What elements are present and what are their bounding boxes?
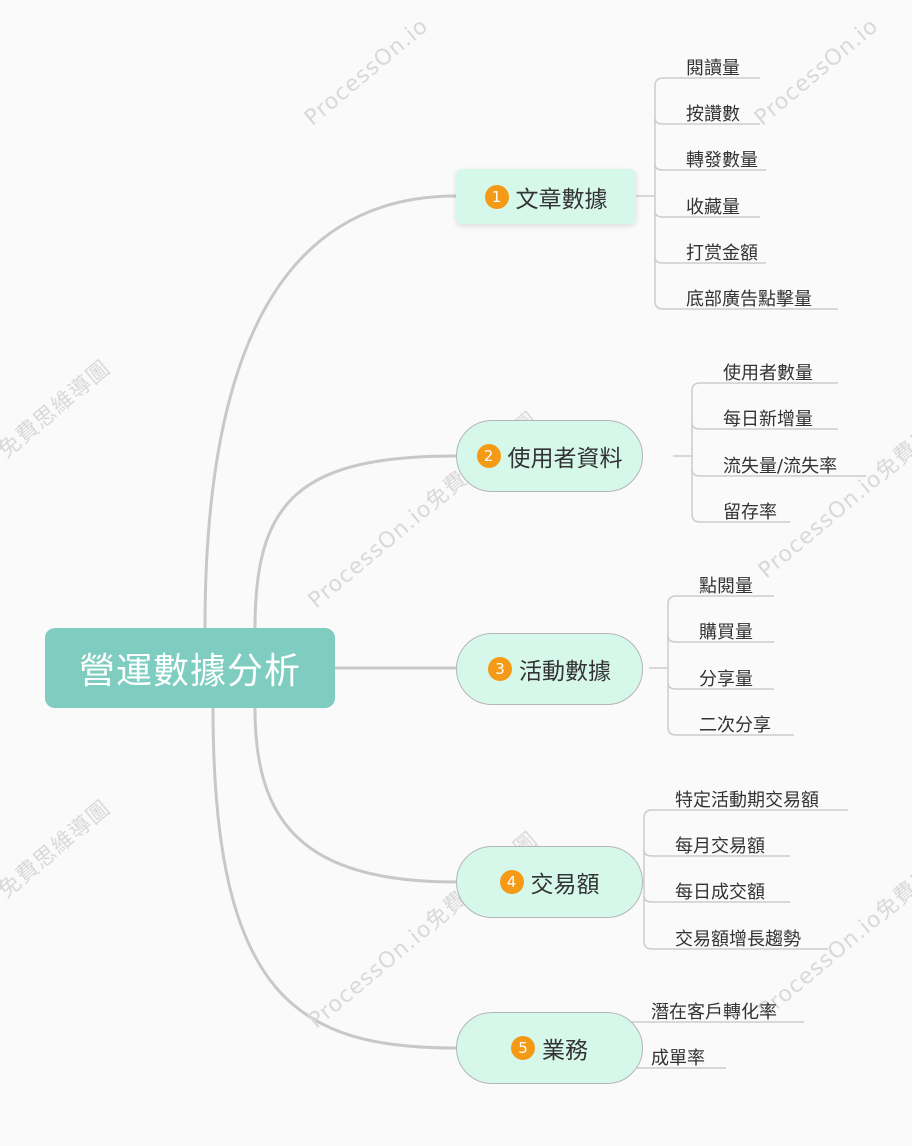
leaf-topic[interactable]: 底部廣告點擊量 [686, 289, 812, 310]
leaf-topic[interactable]: 特定活動期交易額 [675, 790, 819, 811]
leaf-topic[interactable]: 點閱量 [699, 576, 753, 597]
number-badge: 2 [476, 444, 501, 468]
leaf-topic[interactable]: 按讚數 [686, 104, 740, 125]
leaf-underline [654, 300, 838, 310]
branch-topic-article-data[interactable]: 1 文章數據 [456, 169, 636, 224]
number-badge: 3 [488, 657, 512, 681]
connector-line [253, 454, 457, 629]
leaf-topic[interactable]: 使用者數量 [723, 363, 813, 384]
leaf-underline [691, 469, 866, 477]
leaf-underline [643, 895, 790, 903]
leaf-underline [667, 682, 774, 690]
leaf-underline [643, 809, 848, 819]
leaf-underline [654, 163, 766, 171]
branch-topic-transaction[interactable]: 4 交易額 [456, 846, 643, 918]
leaf-topic[interactable]: 二次分享 [699, 715, 771, 736]
leaf-underline [667, 595, 774, 605]
leaf-underline [691, 382, 838, 392]
branch-label: 活動數據 [519, 659, 611, 685]
branch-topic-activity-data[interactable]: 3 活動數據 [456, 633, 643, 705]
branch-topic-business[interactable]: 5 業務 [456, 1012, 643, 1084]
leaf-topic[interactable]: 閱讀量 [686, 58, 740, 79]
leaf-topic[interactable]: 轉發數量 [686, 150, 758, 171]
leaf-underline [654, 77, 760, 87]
connector-line [211, 707, 457, 1050]
number-badge: 4 [499, 870, 524, 894]
branch-label: 交易額 [530, 872, 600, 898]
branch-label: 使用者資料 [507, 446, 623, 472]
number-badge: 1 [484, 184, 509, 209]
leaf-underline [643, 849, 790, 857]
leaf-topic[interactable]: 購買量 [699, 622, 753, 643]
leaf-underline [654, 117, 760, 125]
leaf-topic[interactable]: 每日新增量 [723, 409, 813, 430]
leaf-topic[interactable]: 留存率 [723, 502, 777, 523]
leaf-topic[interactable]: 每日成交額 [675, 882, 765, 903]
leaf-topic[interactable]: 打赏金額 [686, 243, 758, 264]
root-topic[interactable]: 營運數據分析 [45, 628, 335, 708]
leaf-topic[interactable]: 交易額增長趨勢 [675, 929, 801, 950]
leaf-topic[interactable]: 收藏量 [686, 197, 740, 218]
leaf-underline [643, 940, 828, 950]
leaf-topic[interactable]: 分享量 [699, 669, 753, 690]
leaf-topic[interactable]: 潛在客戶轉化率 [651, 1002, 777, 1023]
leaf-topic[interactable]: 每月交易額 [675, 836, 765, 857]
leaf-topic[interactable]: 流失量/流失率 [723, 456, 838, 477]
leaf-underline [691, 513, 790, 523]
branch-label: 文章數據 [515, 186, 608, 213]
connector-line [253, 707, 457, 884]
leaf-underline [654, 210, 760, 218]
leaf-underline [654, 256, 766, 264]
leaf-underline [667, 635, 774, 643]
leaf-topic[interactable]: 成單率 [651, 1048, 705, 1069]
branch-topic-user-data[interactable]: 2 使用者資料 [456, 420, 643, 492]
leaf-underline [667, 726, 794, 736]
number-badge: 5 [511, 1036, 535, 1060]
leaf-underline [691, 422, 838, 430]
branch-label: 業務 [542, 1038, 588, 1064]
connector-line [203, 194, 457, 629]
